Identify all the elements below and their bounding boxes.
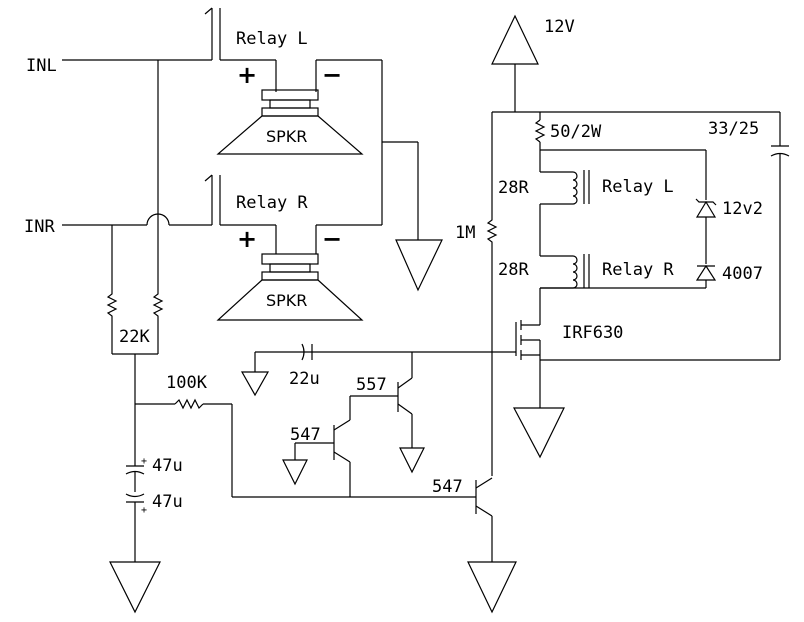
ground-symbol xyxy=(399,447,425,474)
q3-label: 547 xyxy=(432,477,463,497)
q1-label: 547 xyxy=(290,425,321,445)
transistor-547-b xyxy=(475,477,493,562)
speaker-left-minus: − xyxy=(322,61,342,89)
c-input1-label: 47u xyxy=(152,456,183,476)
ground-symbol xyxy=(282,459,308,486)
relay-right-coil xyxy=(540,255,578,289)
coil-right-label: Relay R xyxy=(602,260,674,280)
relay-right-label: Relay R xyxy=(236,193,308,213)
speaker-right xyxy=(216,253,364,321)
transistor-557 xyxy=(350,352,413,448)
coil-res-left-label: 28R xyxy=(498,178,529,198)
r-input-label: 22K xyxy=(119,327,150,347)
svg-text:+: + xyxy=(141,505,147,516)
diode-4007 xyxy=(695,264,717,281)
capacitor-22u xyxy=(301,343,305,361)
relay-left-label: Relay L xyxy=(236,29,308,49)
relay-right-contact xyxy=(204,174,221,225)
input-right-label: INR xyxy=(24,217,55,237)
r-supply-label: 50/2W xyxy=(550,122,602,142)
zener-diode xyxy=(695,200,717,218)
c-supply-label: 33/25 xyxy=(708,119,759,139)
svg-text:+: + xyxy=(141,456,147,467)
relay-left-contact xyxy=(204,7,221,60)
diode-label: 4007 xyxy=(722,264,763,284)
relay-left-coil xyxy=(540,171,578,205)
resistor-1m xyxy=(486,216,498,246)
ground-symbol xyxy=(240,371,270,397)
speaker-left xyxy=(216,89,364,155)
mosfet-label: IRF630 xyxy=(562,323,623,343)
ground-symbol xyxy=(395,239,443,292)
speaker-left-plus: + xyxy=(237,61,257,89)
c-input2-label: 47u xyxy=(152,492,183,512)
capacitor-47u-b: + xyxy=(125,493,147,562)
zener-label: 12v2 xyxy=(722,199,763,219)
transistor-547-a xyxy=(295,396,351,497)
ground-symbol xyxy=(513,407,565,459)
supply-label: 12V xyxy=(544,17,575,37)
resistor-50-2w xyxy=(534,119,546,143)
speaker-left-label: SPKR xyxy=(266,127,307,146)
r-feed-label: 100K xyxy=(166,373,208,393)
resistor-22k-a xyxy=(106,288,118,322)
speaker-right-minus: − xyxy=(322,225,342,253)
r-gate-label: 1M xyxy=(455,223,475,243)
coil-res-right-label: 28R xyxy=(498,260,529,280)
ground-symbol xyxy=(109,561,161,614)
q2-label: 557 xyxy=(356,375,387,395)
capacitor-47u-a: + xyxy=(125,456,147,492)
speaker-right-label: SPKR xyxy=(266,291,307,310)
inr-wire xyxy=(62,213,212,226)
resistor-22k-b xyxy=(152,288,164,322)
c-gate-label: 22u xyxy=(289,369,320,389)
mosfet-irf630 xyxy=(515,320,541,408)
resistor-100k xyxy=(174,398,204,410)
coil-left-label: Relay L xyxy=(602,177,674,197)
ground-symbol xyxy=(467,561,517,614)
input-left-label: INL xyxy=(26,56,57,76)
speaker-right-plus: + xyxy=(237,225,257,253)
supply-12v-symbol xyxy=(491,14,539,65)
